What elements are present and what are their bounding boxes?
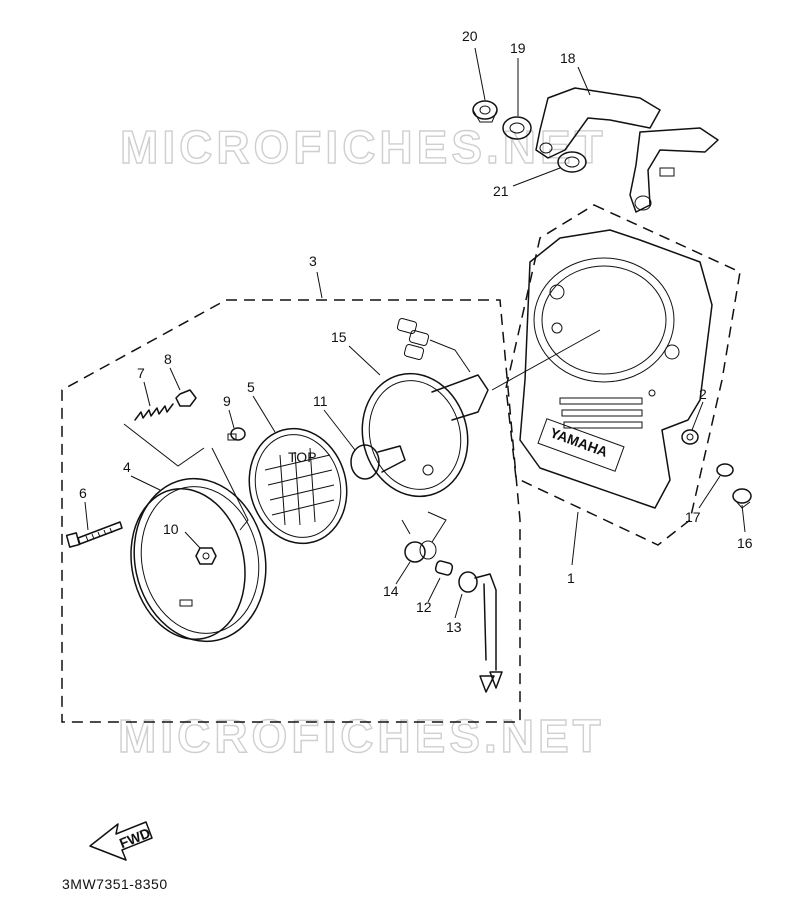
lens-top-mark: TOP [288,449,317,465]
part-21-washer [557,151,587,173]
callout-4: 4 [123,459,131,475]
callout-5: 5 [247,379,255,395]
part-11-bulb [350,444,406,480]
callout-16: 16 [737,535,753,551]
part-1-cowl: YAMAHA [519,229,713,509]
connector-plugs [396,318,471,373]
reference-lines [123,329,601,543]
callout-15: 15 [331,329,347,345]
assembly-3-boundary [61,299,521,723]
callout-14: 14 [383,583,399,599]
callout-7: 7 [137,365,145,381]
lens-grid [264,447,335,526]
part-4-rim [130,477,267,643]
callout-3: 3 [309,253,317,269]
callout-8: 8 [164,351,172,367]
part-7-spring [134,403,174,421]
callout-18: 18 [560,50,576,66]
fwd-arrow-label: FWD [117,825,153,852]
callout-9: 9 [223,393,231,409]
part-19-grommet [502,116,532,140]
part-5-lens-unit: TOP [248,427,348,545]
part-6-screw [65,521,123,548]
callout-11: 11 [313,393,328,409]
watermark-top: MICROFICHES.NET [120,121,607,173]
part-20-collar [472,100,498,123]
callout-21: 21 [493,183,509,199]
diagram-code: 3MW7351-8350 [62,876,168,892]
callout-13: 13 [446,619,462,635]
part-12-bulb [434,560,454,576]
part-9-grommet [227,427,246,441]
watermark-bottom: MICROFICHES.NET [118,710,605,762]
part-15-reflector [361,318,489,498]
assembly-1-boundary [505,204,741,546]
callout-20: 20 [462,28,478,44]
callout-12: 12 [416,599,432,615]
leader-lines [84,47,746,619]
part-2-grommet [681,429,699,445]
callout-numbers: 1 2 3 4 5 6 7 8 9 10 11 12 13 14 15 16 1… [79,28,753,635]
part-10-nut [195,547,217,565]
part-13-socket-cord [458,571,503,693]
callout-10: 10 [163,521,179,537]
callout-2: 2 [699,386,707,402]
part-8-nut [175,389,197,407]
callout-1: 1 [567,570,575,586]
fwd-arrow-icon: FWD [89,821,153,861]
callout-19: 19 [510,40,526,56]
part-17-washer [716,463,734,477]
callout-6: 6 [79,485,87,501]
cowl-brand-text: YAMAHA [548,424,610,460]
part-14-socket [404,540,437,563]
part-18-bracket [535,87,719,213]
callout-17: 17 [685,509,701,525]
